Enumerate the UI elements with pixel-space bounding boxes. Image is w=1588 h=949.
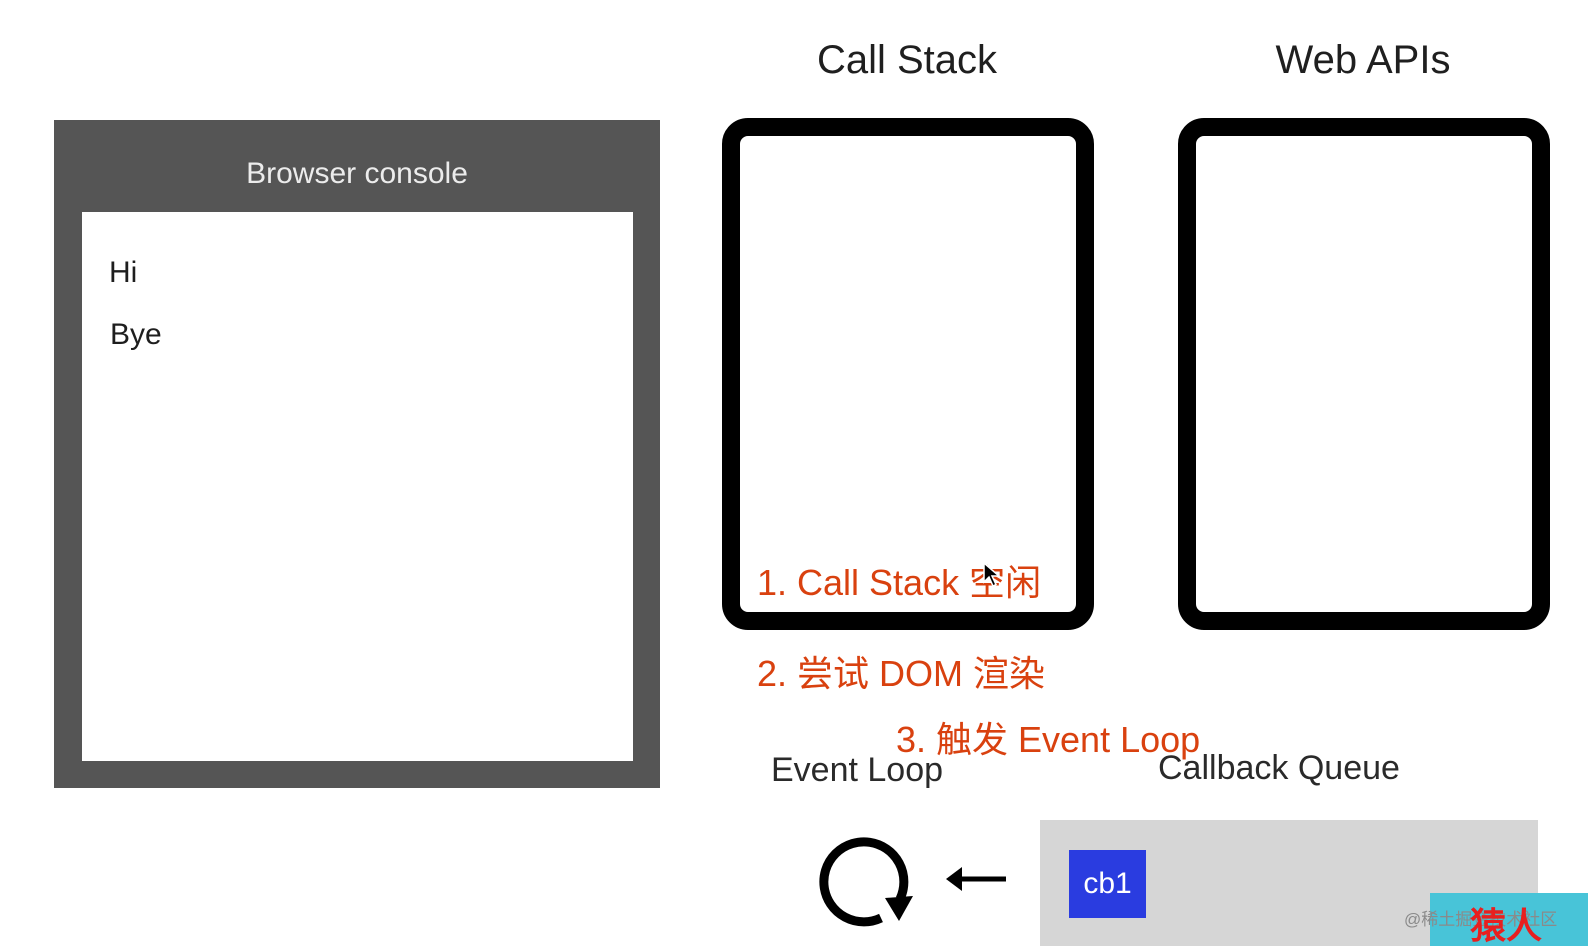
- callback-queue-title: Callback Queue: [1158, 749, 1400, 787]
- arrow-left-icon: [946, 867, 1006, 891]
- event-loop-title: Event Loop: [771, 751, 944, 789]
- console-line-hi: Hi: [109, 256, 138, 289]
- browser-console-title: Browser console: [246, 157, 468, 190]
- web-apis-title: Web APIs: [1275, 38, 1451, 82]
- corner-watermark-text: @稀土掘金技术社区: [1404, 910, 1558, 929]
- web-apis-box: [1178, 118, 1550, 630]
- annotation-step-3: 3. 触发 Event Loop: [896, 719, 1201, 760]
- annotation-step-2: 2. 尝试 DOM 渲染: [757, 653, 1046, 694]
- call-stack-box: [722, 118, 1094, 630]
- corner-watermark-logo-text: 猿人: [1470, 905, 1543, 946]
- console-line-bye: Bye: [110, 318, 162, 351]
- mouse-pointer-icon: [983, 562, 1001, 588]
- browser-console-output: Hi Bye: [82, 212, 633, 761]
- corner-watermark-band: [1430, 893, 1588, 946]
- callback-queue-item-cb1: cb1: [1069, 850, 1146, 918]
- call-stack-title: Call Stack: [816, 38, 998, 82]
- refresh-loop-icon: [819, 837, 913, 927]
